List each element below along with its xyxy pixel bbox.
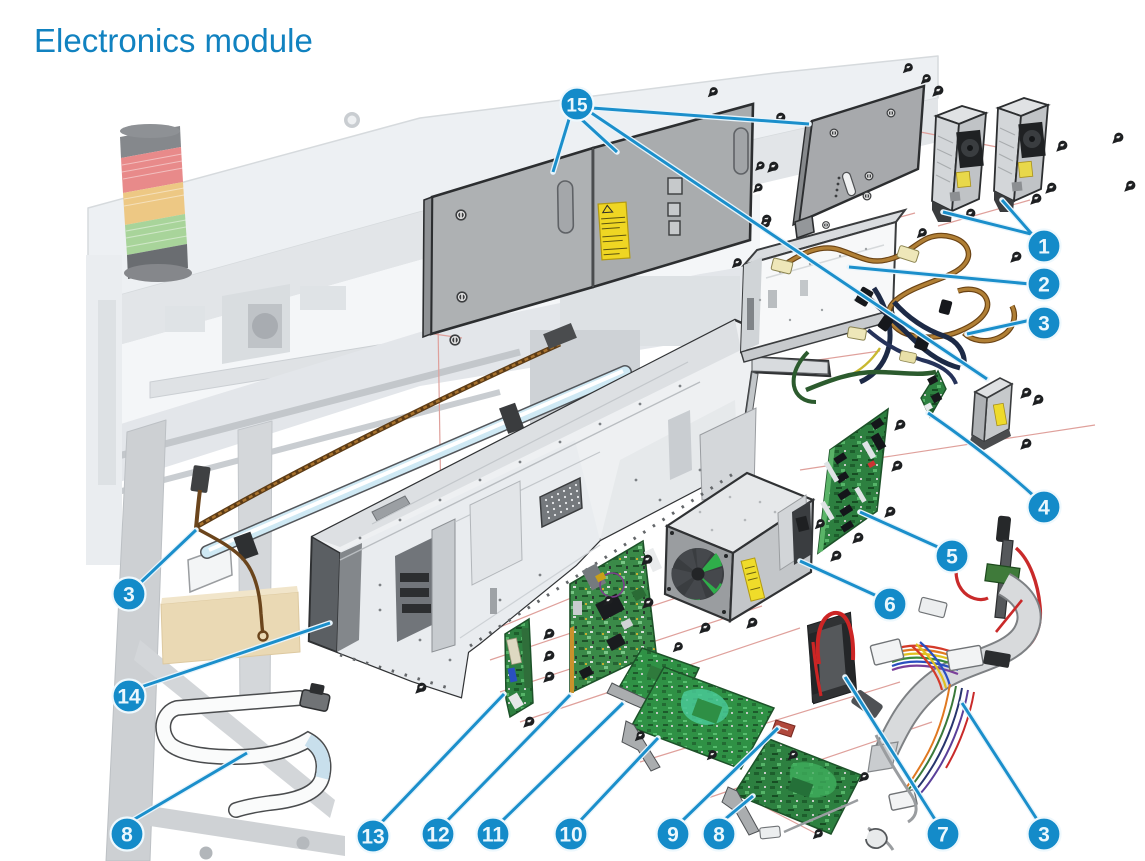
svg-text:7: 7 <box>937 824 949 847</box>
svg-text:11: 11 <box>482 824 505 847</box>
svg-text:6: 6 <box>884 594 896 617</box>
svg-text:2: 2 <box>1038 274 1050 297</box>
svg-text:8: 8 <box>121 824 133 847</box>
svg-text:1: 1 <box>1038 236 1050 259</box>
svg-text:15: 15 <box>566 96 588 117</box>
svg-text:5: 5 <box>946 546 958 569</box>
svg-text:14: 14 <box>117 686 141 709</box>
svg-text:13: 13 <box>361 826 384 849</box>
svg-text:4: 4 <box>1038 497 1050 520</box>
svg-text:3: 3 <box>1038 313 1050 336</box>
svg-text:12: 12 <box>426 824 449 847</box>
svg-text:9: 9 <box>667 824 679 847</box>
svg-text:10: 10 <box>559 824 582 847</box>
svg-text:8: 8 <box>713 824 725 847</box>
svg-text:3: 3 <box>123 584 135 607</box>
svg-text:3: 3 <box>1038 824 1050 847</box>
svg-text:Electronics module: Electronics module <box>34 22 313 59</box>
